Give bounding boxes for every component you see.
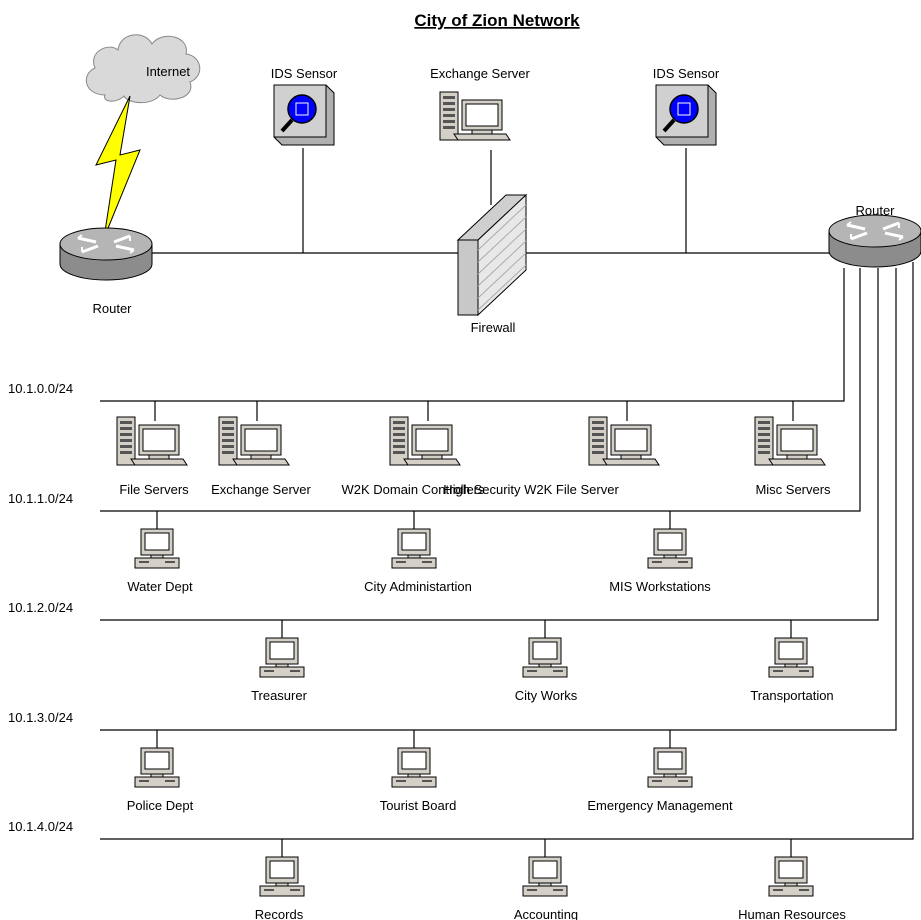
server-icon xyxy=(389,416,461,466)
workstation-icon xyxy=(134,528,180,569)
router-left-label: Router xyxy=(92,301,132,316)
workstation-icon xyxy=(647,528,693,569)
workstation-icon xyxy=(768,637,814,678)
device-label: Tourist Board xyxy=(380,798,457,813)
subnet-label: 10.1.4.0/24 xyxy=(8,819,73,834)
device-label: City Administartion xyxy=(364,579,472,594)
ids-sensor-left-icon xyxy=(272,83,336,147)
workstation-icon xyxy=(647,747,693,788)
ids-sensor-left-label: IDS Sensor xyxy=(271,66,338,81)
workstation-icon xyxy=(522,637,568,678)
server-icon xyxy=(754,416,826,466)
feeder-subnet-1 xyxy=(100,268,861,512)
firewall-icon xyxy=(456,193,528,317)
workstation-icon xyxy=(391,528,437,569)
feeder-subnet-4 xyxy=(100,262,914,840)
device-label: Human Resources xyxy=(738,907,846,920)
ids-sensor-right-label: IDS Sensor xyxy=(653,66,720,81)
server-icon xyxy=(588,416,660,466)
device-label: Accounting xyxy=(514,907,578,920)
device-label: High Security W2K File Server xyxy=(443,482,619,497)
device-label: Police Dept xyxy=(127,798,194,813)
server-icon xyxy=(218,416,290,466)
device-label: MIS Workstations xyxy=(609,579,711,594)
server-icon xyxy=(116,416,188,466)
router-left-icon xyxy=(58,226,154,282)
workstation-icon xyxy=(134,747,180,788)
workstation-icon xyxy=(768,856,814,897)
workstation-icon xyxy=(391,747,437,788)
feeder-subnet-3 xyxy=(100,268,897,731)
device-label: W2K Domain Controllers xyxy=(341,482,485,497)
internet-cloud-icon xyxy=(85,34,201,104)
device-label: Transportation xyxy=(750,688,833,703)
subnet-label: 10.1.0.0/24 xyxy=(8,381,73,396)
device-label: File Servers xyxy=(119,482,189,497)
firewall-label: Firewall xyxy=(471,320,516,335)
feeder-subnet-0 xyxy=(100,268,845,402)
device-label: Treasurer xyxy=(251,688,308,703)
device-label: Exchange Server xyxy=(211,482,311,497)
exchange-server-top-icon xyxy=(439,91,511,141)
device-label: City Works xyxy=(515,688,578,703)
device-label: Emergency Management xyxy=(587,798,733,813)
workstation-icon xyxy=(259,637,305,678)
device-label: Records xyxy=(255,907,304,920)
subnet-label: 10.1.1.0/24 xyxy=(8,491,73,506)
exchange-server-top-label: Exchange Server xyxy=(430,66,530,81)
diagram-title: City of Zion Network xyxy=(414,11,580,30)
router-right-icon xyxy=(827,213,921,269)
router-right-label: Router xyxy=(855,203,895,218)
internet-label: Internet xyxy=(146,64,190,79)
lightning-icon xyxy=(95,95,141,239)
workstation-icon xyxy=(259,856,305,897)
workstation-icon xyxy=(522,856,568,897)
subnet-label: 10.1.3.0/24 xyxy=(8,710,73,725)
ids-sensor-right-icon xyxy=(654,83,718,147)
device-label: Water Dept xyxy=(127,579,193,594)
device-label: Misc Servers xyxy=(755,482,831,497)
subnet-label: 10.1.2.0/24 xyxy=(8,600,73,615)
feeder-subnet-2 xyxy=(100,268,879,621)
